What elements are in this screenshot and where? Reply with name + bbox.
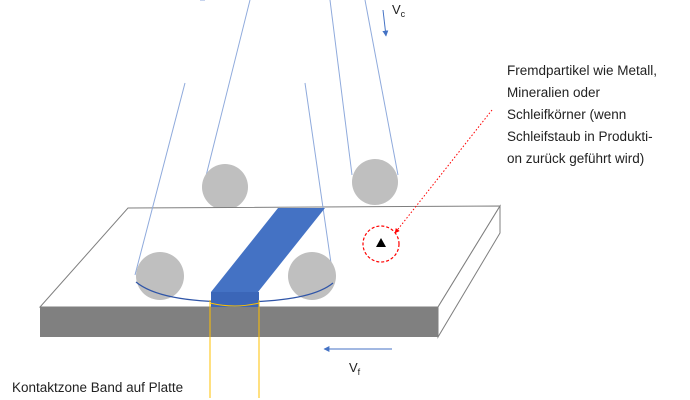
vf-label: Vf	[349, 360, 361, 377]
belt-front-strands	[134, 0, 334, 278]
contact-zone-outline	[209, 300, 260, 398]
particle-circle	[362, 225, 400, 263]
particle-pointer	[394, 109, 493, 234]
annotation-line: on zurück geführt wird)	[507, 151, 645, 166]
plate-front-face	[40, 307, 438, 337]
annotation-line: Schleifstaub in Produkti-	[507, 129, 653, 144]
annotation-line: Fremdpartikel wie Metall,	[507, 63, 658, 78]
vc-label: Vc	[392, 2, 406, 19]
roller-back-left	[202, 164, 248, 210]
belt-strip	[211, 208, 325, 292]
roller-back-right	[352, 159, 398, 205]
particle-triangle-icon	[376, 238, 386, 247]
particle-annotation: Fremdpartikel wie Metall, Mineralien ode…	[507, 60, 657, 170]
annotation-line: Schleifkörner (wenn	[507, 107, 627, 122]
roller-front-left	[136, 252, 184, 300]
belt-strip-front	[211, 292, 259, 307]
vc-arrow	[382, 9, 389, 37]
contact-zone-label: Kontaktzone Band auf Platte	[12, 380, 183, 395]
belt-back-strands	[204, 0, 399, 181]
roller-front-right	[288, 252, 336, 300]
annotation-line: Mineralien oder	[507, 85, 601, 100]
